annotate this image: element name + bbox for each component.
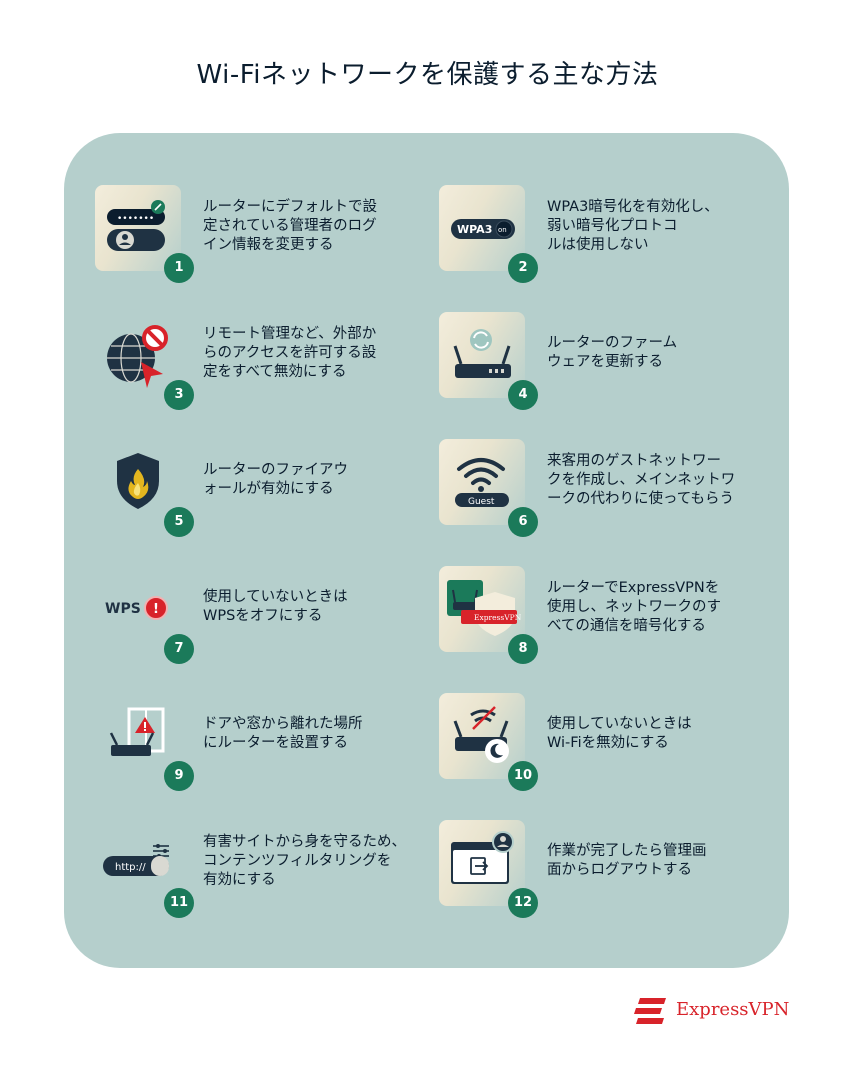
tip-item-2: WPA3 on 2 WPA3暗号化を有効化し、 弱い暗号化プロトコ ルは使用しな… (439, 185, 769, 285)
tip-item-4: 4 ルーターのファーム ウェアを更新する (439, 312, 769, 412)
step-badge: 3 (164, 380, 194, 410)
content-filter-icon: http:// (95, 820, 181, 906)
tip-text: 来客用のゲストネットワー クを作成し、メインネットワ ークの代わりに使ってもらう (547, 453, 736, 507)
tip-item-1: ••••••• 1 ルーターにデフォルトで設 定されている管理者のログ イン情報… (95, 185, 425, 285)
brand-name: ExpressVPN (676, 999, 790, 1020)
wps-label: WPS (105, 601, 141, 617)
tip-text: ルーターのファイアウ ォールが有効にする (203, 462, 348, 497)
tip-text: ルーターでExpressVPNを 使用し、ネットワークのす べての通信を暗号化す… (547, 580, 721, 634)
tip-item-11: http:// 11 有害サイトから身を守るため、 コンテンツフィルタリングを … (95, 820, 425, 920)
tip-text: ルーターにデフォルトで設 定されている管理者のログ イン情報を変更する (203, 199, 377, 253)
logout-icon (439, 820, 525, 906)
wps-alert-label: ! (153, 602, 159, 617)
page-title: Wi-Fiネットワークを保護する主な方法 (196, 60, 659, 90)
tips-panel: ••••••• 1 ルーターにデフォルトで設 定されている管理者のログ イン情報… (64, 133, 789, 968)
brand-logo: ExpressVPN (632, 996, 789, 1026)
tip-text: リモート管理など、外部か らのアクセスを許可する設 定をすべて無効にする (203, 326, 377, 380)
guest-label: Guest (468, 497, 495, 507)
tip-item-6: Guest 6 来客用のゲストネットワー クを作成し、メインネットワ ークの代わ… (439, 439, 769, 539)
expressvpn-badge: ExpressVPN (474, 613, 522, 622)
step-badge: 9 (164, 761, 194, 791)
tip-text: WPA3暗号化を有効化し、 弱い暗号化プロトコ ルは使用しない (547, 199, 719, 253)
tip-item-5: 5 ルーターのファイアウ ォールが有効にする (95, 439, 425, 539)
step-badge: 8 (508, 634, 538, 664)
wpa3-label: WPA3 (457, 223, 492, 236)
wpa3-toggle-label: on (498, 226, 507, 234)
expressvpn-logo-icon (634, 998, 666, 1024)
tip-text: 作業が完了したら管理画 面からログアウトする (547, 843, 707, 878)
login-credentials-icon: ••••••• (95, 185, 181, 271)
tip-text: 使用していないときは WPSをオフにする (203, 589, 348, 624)
tip-text: ルーターのファーム ウェアを更新する (547, 335, 678, 370)
tip-item-8: ExpressVPN 8 ルーターでExpressVPNを 使用し、ネットワーク… (439, 566, 769, 666)
tip-item-10: 10 使用していないときは Wi-Fiを無効にする (439, 693, 769, 793)
firewall-shield-icon (95, 439, 181, 525)
router-vpn-icon: ExpressVPN (439, 566, 525, 652)
password-dots: ••••••• (117, 214, 154, 224)
step-badge: 2 (508, 253, 538, 283)
tip-item-12: 12 作業が完了したら管理画 面からログアウトする (439, 820, 769, 920)
tip-item-7: WPS ! 7 使用していないときは WPSをオフにする (95, 566, 425, 666)
tip-text: 使用していないときは Wi-Fiを無効にする (547, 716, 692, 751)
tip-text: ドアや窓から離れた場所 にルーターを設置する (203, 716, 363, 751)
step-badge: 7 (164, 634, 194, 664)
guest-wifi-icon: Guest (439, 439, 525, 525)
http-label: http:// (115, 862, 146, 873)
step-badge: 12 (508, 888, 538, 918)
tip-item-3: 3 リモート管理など、外部か らのアクセスを許可する設 定をすべて無効にする (95, 312, 425, 412)
step-badge: 5 (164, 507, 194, 537)
step-badge: 4 (508, 380, 538, 410)
step-badge: 6 (508, 507, 538, 537)
tip-text: 有害サイトから身を守るため、 コンテンツフィルタリングを 有効にする (203, 834, 406, 888)
step-badge: 1 (164, 253, 194, 283)
step-badge: 11 (164, 888, 194, 918)
router-window-icon (95, 693, 181, 779)
tip-item-9: 9 ドアや窓から離れた場所 にルーターを設置する (95, 693, 425, 793)
wps-alert-icon: WPS ! (95, 566, 181, 652)
globe-blocked-icon (95, 312, 181, 398)
wpa3-toggle-icon: WPA3 on (439, 185, 525, 271)
step-badge: 10 (508, 761, 538, 791)
router-sleep-icon (439, 693, 525, 779)
router-update-icon (439, 312, 525, 398)
